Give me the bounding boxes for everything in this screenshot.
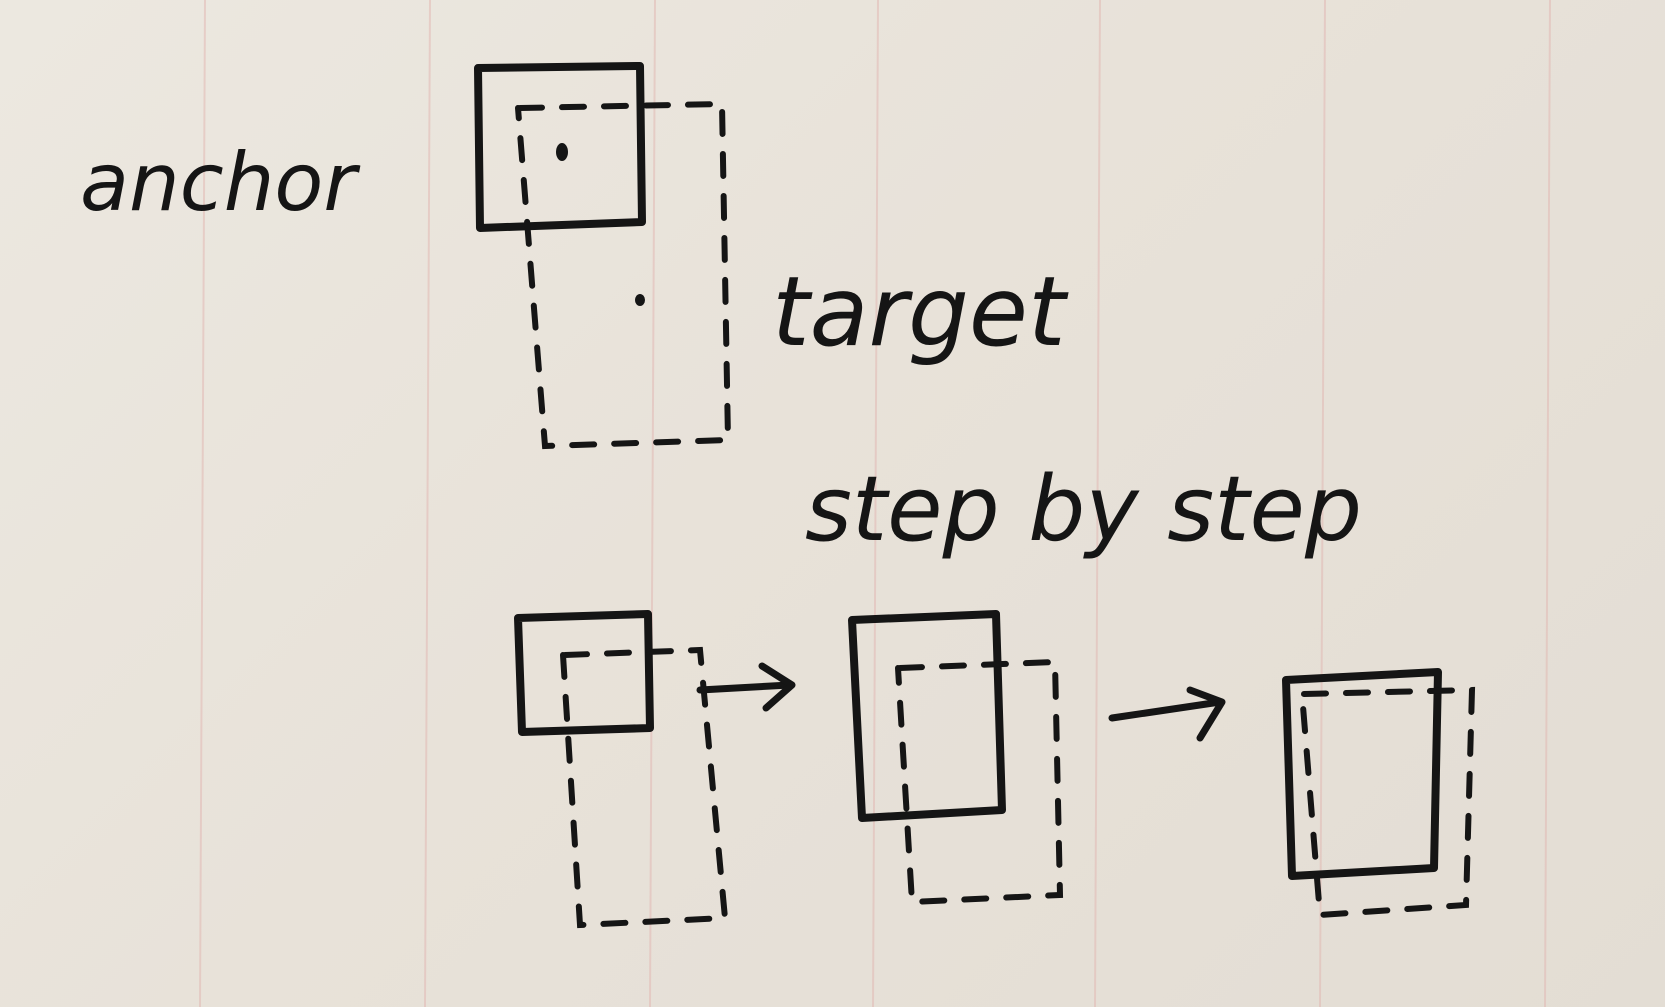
inner-dots — [556, 143, 645, 306]
step-2-target-box — [895, 658, 1064, 906]
step-1-arrow — [696, 662, 796, 712]
step-2-anchor-box — [848, 610, 1006, 822]
target-box — [515, 100, 732, 450]
step-3-target-box — [1299, 686, 1476, 919]
step-by-step-label: step by step — [805, 457, 1362, 562]
anchor-box — [474, 62, 646, 232]
step-1-target-box — [560, 646, 729, 929]
step-1-anchor-box — [514, 610, 654, 736]
step-3-anchor-box — [1282, 668, 1442, 880]
step-2-arrow — [1108, 686, 1226, 742]
paper-rule-lines — [199, 0, 1551, 1007]
target-label: target — [772, 256, 1069, 368]
anchor-label: anchor — [80, 136, 361, 229]
